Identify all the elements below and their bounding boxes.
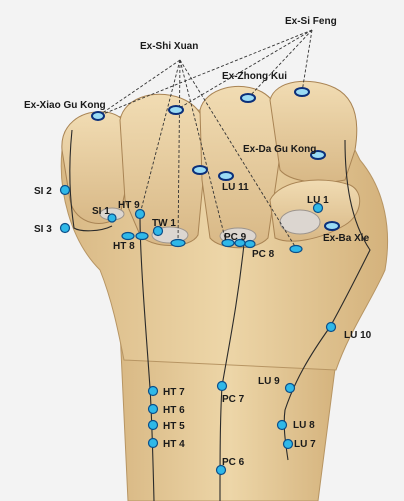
label-ht-7: HT 7 [163,387,185,398]
point-lu-10 [327,323,336,332]
point-ht-7 [149,387,158,396]
label-pc-8: PC 8 [252,249,275,260]
point-ex-si-feng [295,88,309,96]
point-lu-9 [286,384,295,393]
label-ht-4: HT 4 [163,439,185,450]
point-ex-zhong-kui [241,94,255,102]
point-ex-xiao-gu-kong [92,112,104,120]
point-thumb-tip [290,246,302,253]
label-lu-8: LU 8 [293,420,315,431]
label-lu-10: LU 10 [344,330,372,341]
label-ex-si-feng: Ex-Si Feng [285,16,337,27]
point-lu-8 [278,421,287,430]
label-lu-11: LU 11 [222,182,249,193]
point-ring-middle [193,166,207,174]
point-si-3 [61,224,70,233]
point-ex-ba-xie [325,222,339,230]
label-si-2: SI 2 [34,186,52,197]
label-si-1: SI 1 [92,206,110,217]
label-lu-1: LU 1 [307,195,329,206]
point-ht-8-a [122,233,134,240]
label-ht-5: HT 5 [163,421,185,432]
label-lu-9: LU 9 [258,376,280,387]
point-si-2 [61,186,70,195]
label-pc-9: PC 9 [224,232,247,243]
point-ht-5 [149,421,158,430]
label-ex-zhong-kui: Ex-Zhong Kui [222,71,287,82]
point-shi-xuan-ring-tip [171,240,185,247]
point-pc-7 [218,382,227,391]
label-tw-1: TW 1 [152,218,176,229]
index-finger [270,81,357,182]
label-ex-da-gu-kong: Ex-Da Gu Kong [243,144,316,155]
label-ht-9: HT 9 [118,200,140,211]
label-si-3: SI 3 [34,224,52,235]
label-ex-ba-xie: Ex-Ba Xie [323,233,370,244]
point-ht-6 [149,405,158,414]
point-pc-8 [245,241,255,248]
label-ex-xiao-gu-kong: Ex-Xiao Gu Kong [24,100,106,111]
nail-thumb [280,210,320,234]
point-ht-4 [149,439,158,448]
middle-finger [200,86,282,247]
point-ht-8-b [136,233,148,240]
label-lu-7: LU 7 [294,439,316,450]
label-ht-6: HT 6 [163,405,185,416]
label-pc-7: PC 7 [222,394,245,405]
point-lu-7 [284,440,293,449]
point-ex-shi-xuan-ring [169,106,183,114]
point-lu-11-ring [219,172,233,180]
label-ex-shi-xuan: Ex-Shi Xuan [140,41,198,52]
label-pc-6: PC 6 [222,457,245,468]
label-ht-8: HT 8 [113,241,135,252]
